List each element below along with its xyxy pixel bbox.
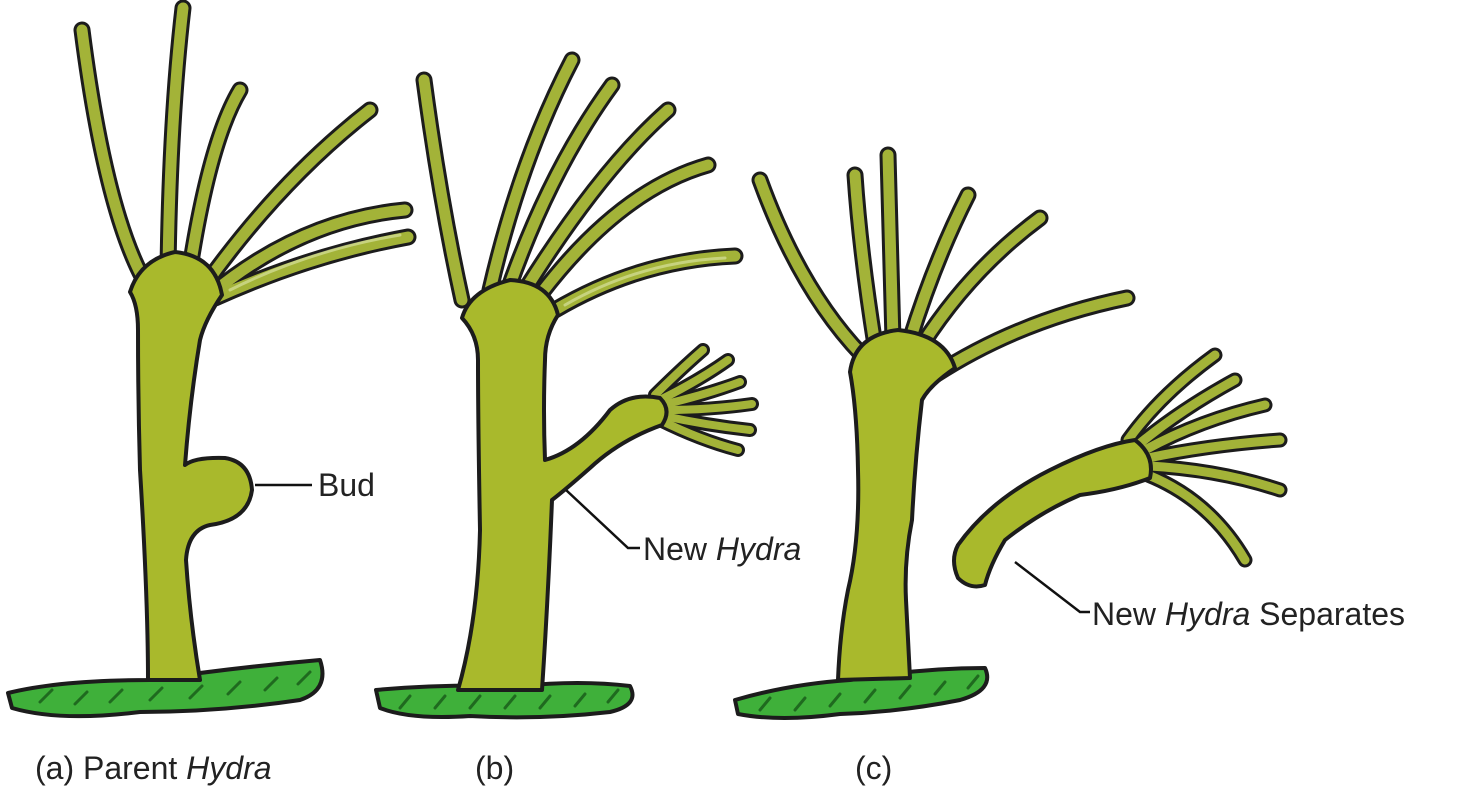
label-bud-group: Bud [255, 467, 375, 503]
separates-leader-line [1015, 562, 1090, 612]
label-new-hydra-italic: Hydra [716, 531, 801, 567]
body-a [130, 252, 252, 680]
new-hydra-leader-line [566, 490, 640, 548]
label-new-hydra: New Hydra [643, 531, 801, 567]
new-hydra-separated-body [954, 440, 1151, 586]
label-separates-prefix: New [1092, 596, 1165, 632]
body-c [838, 330, 955, 680]
tentacles-a [82, 8, 408, 298]
label-new-hydra-prefix: New [643, 531, 716, 567]
body-b [458, 280, 667, 690]
hydra-c [735, 155, 1127, 718]
hydra-a [8, 8, 408, 716]
tentacles-c [760, 155, 1127, 375]
caption-a-prefix: (a) Parent [35, 750, 186, 786]
label-bud: Bud [318, 467, 375, 503]
caption-b: (b) [475, 750, 514, 786]
hydra-b [376, 60, 752, 717]
tentacles-b [424, 60, 735, 310]
caption-a: (a) Parent Hydra [35, 750, 272, 786]
label-separates-suffix: Separates [1250, 596, 1405, 632]
label-separates-group: New Hydra Separates [1015, 562, 1405, 632]
label-separates-italic: Hydra [1165, 596, 1250, 632]
bud-b-tentacles [655, 350, 752, 450]
caption-c: (c) [855, 750, 892, 786]
new-hydra-separated [954, 355, 1280, 586]
label-new-hydra-group: New Hydra [566, 490, 801, 567]
label-new-hydra-separates: New Hydra Separates [1092, 596, 1405, 632]
caption-a-italic: Hydra [186, 750, 271, 786]
